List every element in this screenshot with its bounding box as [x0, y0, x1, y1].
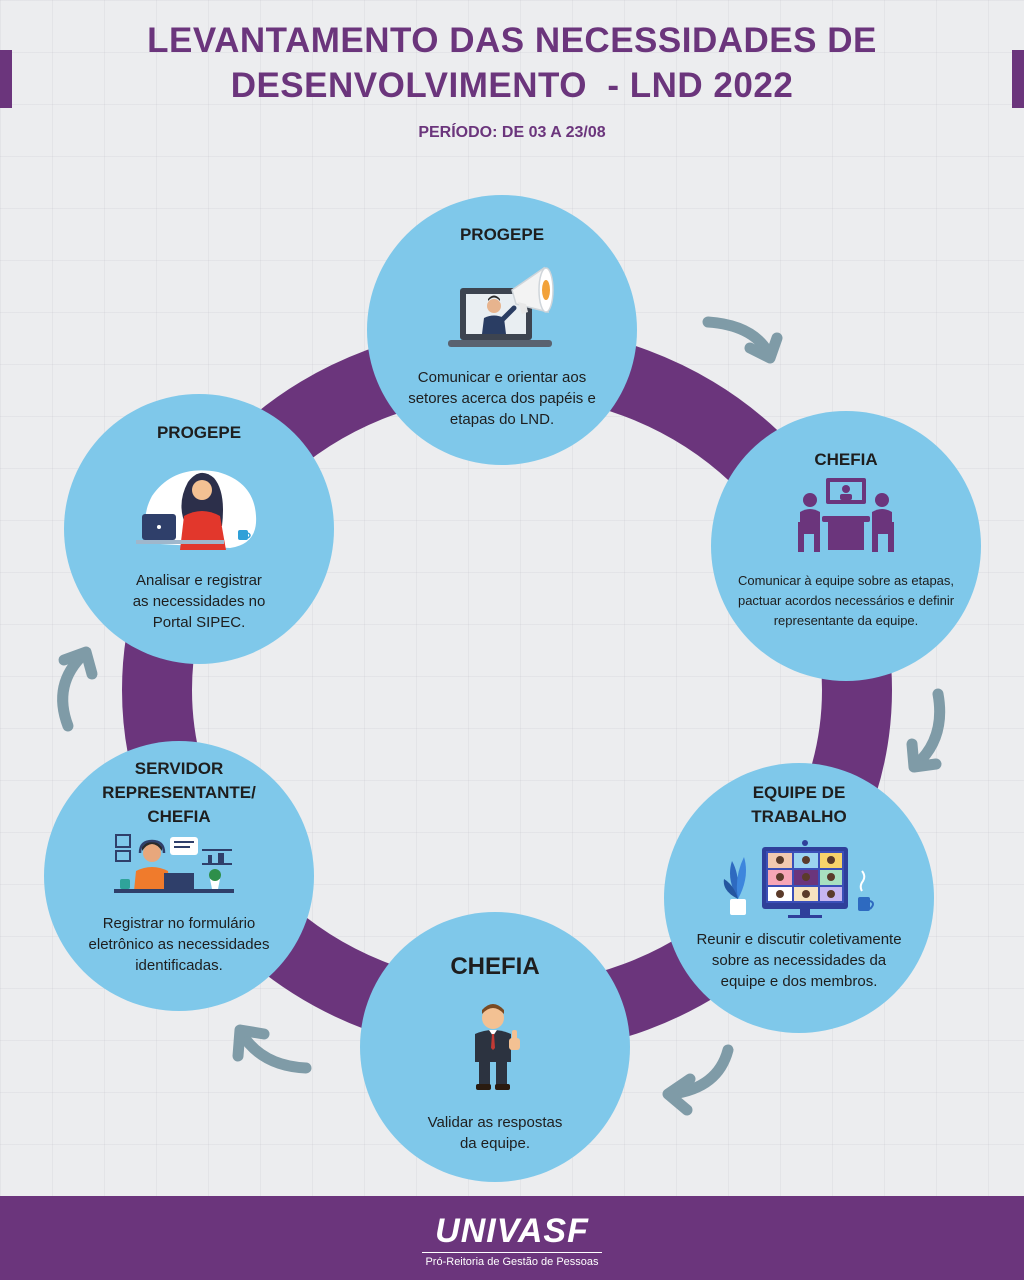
- desc-line: Validar as respostas: [427, 1114, 563, 1131]
- cycle-arrow-1: [702, 316, 783, 364]
- cycle-arrow-3: [662, 1044, 734, 1116]
- desc-line: as necessidades no: [132, 593, 266, 610]
- title-line: REPRESENTANTE/: [102, 783, 256, 802]
- step-description: Comunicar e orientar aos setores acerca …: [367, 367, 637, 430]
- logo-subtitle: Pró-Reitoria de Gestão de Pessoas: [425, 1256, 599, 1268]
- cycle-arrow-5: [57, 646, 98, 732]
- desc-line: Comunicar à equipe sobre as etapas,: [737, 573, 955, 588]
- megaphone-presenter-icon: [448, 266, 554, 347]
- desc-line: da equipe.: [459, 1135, 531, 1152]
- cycle-arrow-2: [906, 688, 946, 773]
- desc-line: equipe e dos membros.: [720, 973, 878, 990]
- title-line-1: LEVANTAMENTO DAS NECESSIDADES DE: [147, 21, 877, 60]
- desc-line: Analisar e registrar: [136, 572, 262, 589]
- step-team-discuss: EQUIPE DE TRABALHO: [664, 763, 934, 1033]
- step-servidor-register: SERVIDOR REPRESENTANTE/ CHEFIA Registrar…: [44, 741, 314, 1011]
- right-accent-bar: [1012, 50, 1024, 108]
- step-description: Comunicar à equipe sobre as etapas, pact…: [711, 571, 981, 631]
- desc-line: setores acerca dos papéis e: [408, 390, 596, 407]
- step-title: CHEFIA: [450, 953, 540, 980]
- step-description: Validar as respostas da equipe.: [360, 1112, 630, 1154]
- title-line: EQUIPE DE: [752, 783, 846, 802]
- woman-laptop-icon: [136, 470, 257, 550]
- step-progepe-analyze: PROGEPE Analisar e registrar as necessid…: [64, 394, 334, 664]
- desc-line: pactuar acordos necessários e definir: [737, 593, 955, 608]
- desc-line: representante da equipe.: [773, 613, 919, 628]
- meeting-table-icon: [798, 478, 894, 552]
- desc-line: Portal SIPEC.: [152, 614, 246, 631]
- desc-line: Comunicar e orientar aos: [417, 369, 587, 386]
- logo-divider: [422, 1252, 602, 1253]
- desc-line: Reunir e discutir coletivamente: [696, 931, 902, 948]
- desc-line: identificadas.: [135, 957, 223, 974]
- step-title: EQUIPE DE TRABALHO: [664, 781, 934, 829]
- cycle-arrow-4: [232, 1024, 312, 1074]
- desc-line: eletrônico as necessidades: [88, 936, 270, 953]
- businessman-thumbs-up-icon: [475, 1004, 520, 1090]
- step-title: PROGEPE: [459, 225, 545, 244]
- page-title: LEVANTAMENTO DAS NECESSIDADES DE DESENVO…: [0, 18, 1024, 108]
- step-title: SERVIDOR REPRESENTANTE/ CHEFIA: [44, 757, 314, 829]
- title-line: SERVIDOR: [134, 759, 224, 778]
- step-title: CHEFIA: [814, 450, 878, 469]
- step-description: Registrar no formulário eletrônico as ne…: [44, 913, 314, 976]
- support-agent-icon: [114, 834, 234, 893]
- step-description: Reunir e discutir coletivamente sobre as…: [664, 929, 934, 992]
- title-line: TRABALHO: [751, 807, 847, 826]
- desc-line: etapas do LND.: [449, 411, 555, 428]
- step-progepe-communicate: PROGEPE Comunicar e orientar aos setores…: [367, 195, 637, 465]
- step-title: PROGEPE: [156, 423, 242, 442]
- desc-line: Registrar no formulário: [102, 915, 256, 932]
- video-conference-icon: [723, 840, 874, 918]
- step-chefia-communicate: CHEFIA Comunicar à equipe sobre as etapa…: [711, 411, 981, 681]
- step-description: Analisar e registrar as necessidades no …: [64, 570, 334, 633]
- footer-bar: UNIVASF Pró-Reitoria de Gestão de Pessoa…: [0, 1196, 1024, 1280]
- left-accent-bar: [0, 50, 12, 108]
- title-line: CHEFIA: [147, 807, 211, 826]
- title-line-2: DESENVOLVIMENTO - LND 2022: [230, 66, 794, 105]
- univasf-logo: UNIVASF: [435, 1212, 589, 1250]
- desc-line: sobre as necessidades da: [711, 952, 887, 969]
- period-label: PERÍODO: DE 03 A 23/08: [418, 124, 606, 141]
- step-chefia-validate: CHEFIA Validar as respostas da equipe.: [360, 912, 630, 1182]
